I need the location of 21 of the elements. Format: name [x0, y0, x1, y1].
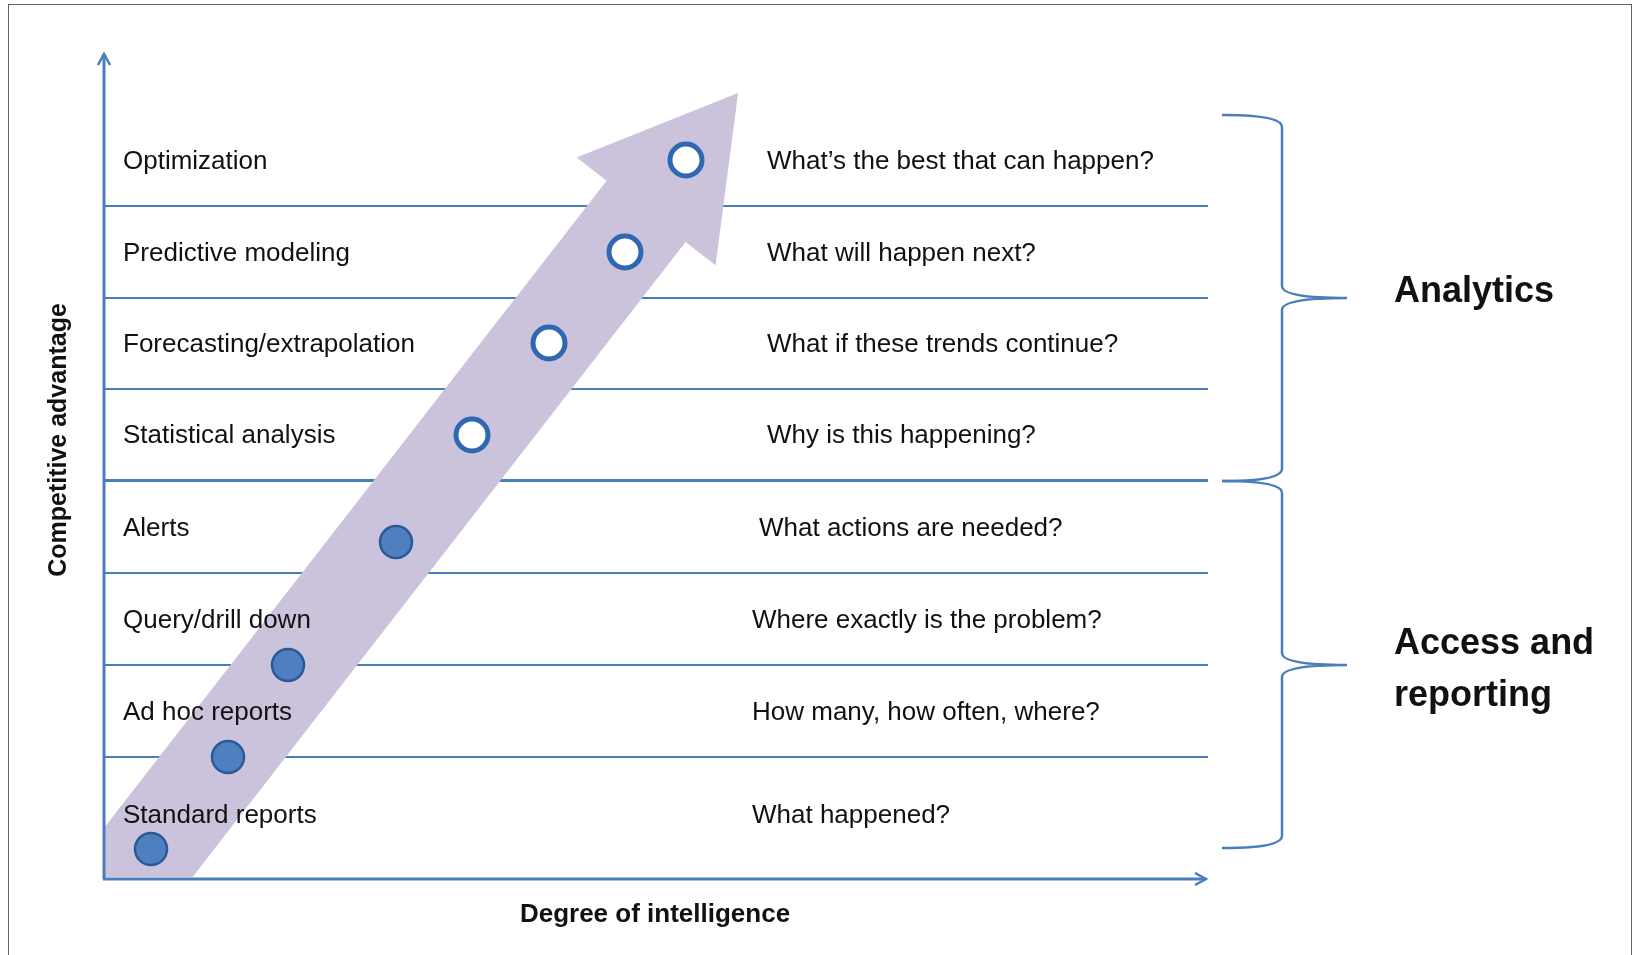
- capability-label: Standard reports: [123, 798, 317, 830]
- capability-label: Predictive modeling: [123, 236, 350, 267]
- question-label: What will happen next?: [767, 236, 1036, 267]
- capability-label: Query/drill down: [123, 603, 311, 634]
- group-label: Access and reporting: [1394, 620, 1596, 717]
- question-label: What actions are needed?: [759, 511, 1063, 542]
- question-label: Why is this happening?: [767, 418, 1036, 450]
- axis-title: Degree of intelligence: [519, 897, 791, 929]
- capability-label: Alerts: [123, 511, 190, 542]
- block-arrow: [104, 92, 739, 877]
- question-label: How many, how often, where?: [752, 695, 1100, 726]
- question-label: Where exactly is the problem?: [752, 603, 1102, 634]
- capability-label: Ad hoc reports: [123, 695, 293, 726]
- capability-label: Forecasting/extrapolation: [123, 327, 415, 359]
- question-label: What’s the best that can happen?: [767, 144, 1154, 176]
- axis-title: Competitive advantage: [42, 303, 72, 577]
- question-label: What happened?: [752, 798, 951, 830]
- group-label: Analytics: [1394, 268, 1556, 312]
- capability-label: Optimization: [123, 144, 268, 176]
- question-label: What if these trends continue?: [767, 327, 1119, 359]
- capability-label: Statistical analysis: [123, 418, 336, 450]
